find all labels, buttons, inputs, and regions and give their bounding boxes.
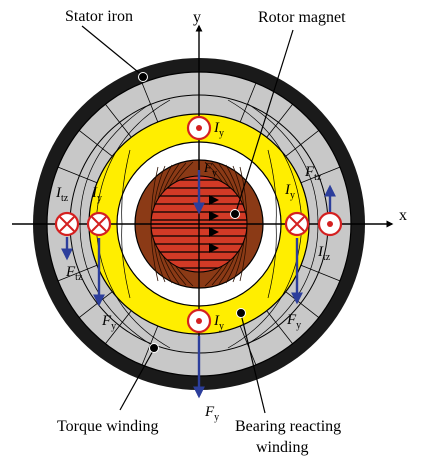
stator-slot-lines [57, 82, 341, 366]
stator-flux-lines [79, 99, 319, 349]
label-current-top: Iy [213, 120, 224, 139]
leader-dot-rotor-magnet [230, 209, 240, 219]
label-current-right-tz: Itz [317, 244, 331, 263]
label-current-left-tz: Itz [55, 185, 69, 204]
leader-bearing-winding [240, 313, 266, 414]
x-axis-label: x [399, 207, 407, 224]
slot-line [300, 264, 341, 282]
magnetization-arrow [209, 195, 219, 205]
label-bearing-winding-2: winding [256, 439, 308, 456]
label-current-right-inner: Iy [284, 182, 295, 201]
label-force-left-y: Fy [101, 313, 116, 332]
flux-line [95, 99, 171, 225]
coil-bottom-dot [186, 308, 212, 334]
slot-line [141, 82, 159, 123]
label-force-bottom: Fy [204, 404, 219, 423]
flux-line [121, 223, 131, 299]
label-rotor-magnet: Rotor magnet [258, 9, 346, 26]
leader-rotor-magnet [235, 29, 294, 213]
flux-line [267, 223, 277, 299]
flux-line [267, 149, 277, 225]
coil-top-dot [186, 115, 212, 141]
coil-left-outer-cross [54, 211, 80, 237]
slot-line [57, 264, 98, 282]
magnetization-arrows [209, 195, 219, 253]
leader-dot-stator-iron [138, 72, 148, 82]
flux-line [227, 223, 303, 349]
coil-right-outer-dot [317, 211, 343, 237]
flux-line [247, 103, 319, 225]
label-current-bottom: Iy [213, 313, 224, 332]
flux-line [247, 223, 319, 345]
slot-line [57, 166, 98, 184]
coil-left-inner-cross [86, 211, 112, 237]
coil-right-inner-cross [284, 211, 310, 237]
label-force-right-y: Fy [286, 312, 301, 331]
flux-line [79, 103, 151, 225]
slot-line [285, 130, 320, 157]
slot-line [105, 310, 132, 345]
slot-line [300, 166, 341, 184]
magnetization-arrow [209, 227, 219, 237]
slot-line [78, 130, 113, 157]
flux-line [79, 223, 151, 345]
slot-line [266, 310, 293, 345]
label-bearing-winding-1: Bearing reacting [235, 418, 341, 435]
label-force-left-tz: Ftz [65, 264, 83, 283]
magnetization-arrow [209, 243, 219, 253]
leader-torque-winding [119, 348, 155, 411]
leader-dot-bearing-winding [236, 308, 246, 318]
label-stator-iron: Stator iron [65, 8, 133, 25]
label-force-right-tz: Ftz [304, 164, 322, 183]
slot-line [266, 103, 293, 138]
flux-line [121, 149, 131, 225]
label-force-center: Fy [203, 160, 217, 179]
label-current-left-inner: Iy [91, 185, 102, 204]
magnetization-arrow [209, 211, 219, 221]
slot-line [105, 103, 132, 138]
leader-dot-torque-winding [149, 343, 159, 353]
label-torque-winding: Torque winding [57, 418, 159, 435]
slot-line [239, 82, 257, 123]
y-axis-label: y [193, 9, 201, 26]
leader-stator-iron [81, 25, 144, 77]
flux-line [227, 99, 303, 225]
